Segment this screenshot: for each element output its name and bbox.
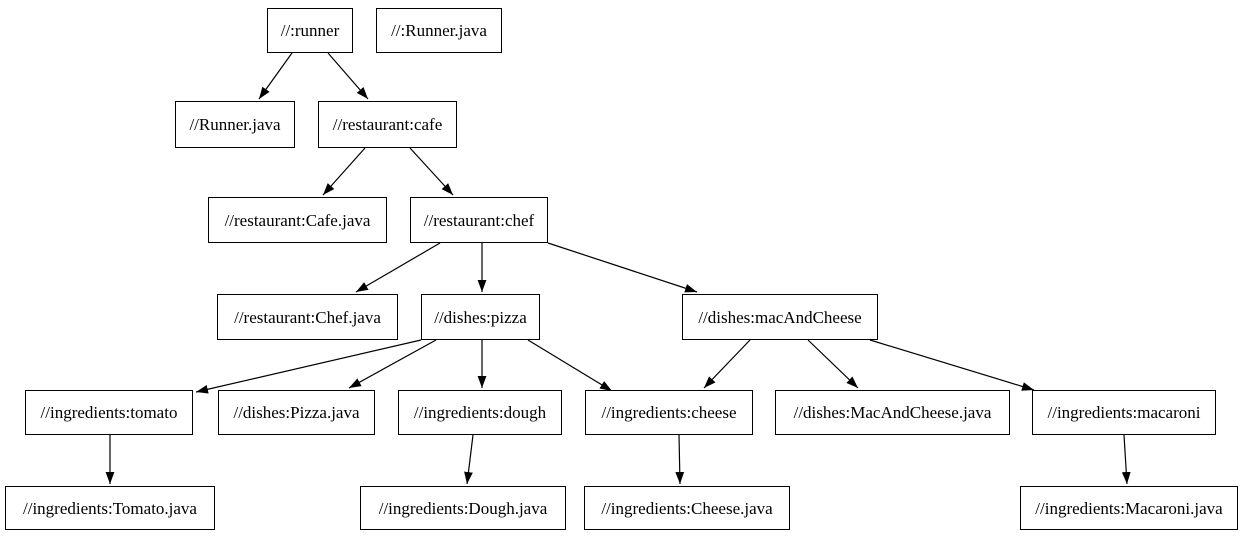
graph-node-dough: //ingredients:dough xyxy=(398,390,562,435)
graph-node-cafe: //restaurant:cafe xyxy=(318,101,457,148)
edge-mac-and-cheese-to-macaroni xyxy=(869,339,1035,391)
graph-node-chef: //restaurant:chef xyxy=(410,197,548,243)
edge-mac-and-cheese-to-cheese xyxy=(703,339,751,389)
edge-chef-to-chef-java xyxy=(355,242,441,293)
edge-pizza-to-tomato xyxy=(195,339,422,394)
graph-node-mac-and-cheese: //dishes:macAndCheese xyxy=(682,294,878,340)
graph-node-runner-java-file: //:Runner.java xyxy=(376,8,502,53)
graph-node-chef-java: //restaurant:Chef.java xyxy=(217,294,398,340)
graph-node-macaroni: //ingredients:macaroni xyxy=(1032,390,1216,435)
graph-node-cheese-java: //ingredients:Cheese.java xyxy=(584,486,790,530)
graph-node-cheese: //ingredients:cheese xyxy=(585,390,753,435)
graph-node-tomato-java: //ingredients:Tomato.java xyxy=(5,486,215,530)
edge-cafe-to-chef xyxy=(409,147,454,196)
graph-node-runner-java: //Runner.java xyxy=(175,101,295,148)
edge-mac-and-cheese-to-mac-and-cheese-java xyxy=(807,339,859,389)
graph-node-dough-java: //ingredients:Dough.java xyxy=(360,486,566,530)
edge-pizza-to-pizza-java xyxy=(348,339,437,389)
edge-cheese-to-cheese-java xyxy=(675,434,685,485)
edge-group xyxy=(105,52,1131,485)
edge-dough-to-dough-java xyxy=(464,434,474,485)
graph-node-cafe-java: //restaurant:Cafe.java xyxy=(208,197,387,243)
edge-macaroni-to-macaroni-java xyxy=(1121,434,1131,485)
edge-cafe-to-cafe-java xyxy=(322,147,366,196)
graph-node-runner: //:runner xyxy=(267,8,353,53)
graph-node-tomato: //ingredients:tomato xyxy=(25,390,193,435)
graph-node-macaroni-java: //ingredients:Macaroni.java xyxy=(1020,486,1238,530)
edge-pizza-to-cheese xyxy=(527,339,613,392)
graph-node-pizza: //dishes:pizza xyxy=(421,294,540,340)
edge-runner-to-runner-java xyxy=(258,52,293,100)
graph-node-mac-and-cheese-java: //dishes:MacAndCheese.java xyxy=(775,390,1010,435)
edge-chef-to-mac-and-cheese xyxy=(547,242,698,293)
graph-node-pizza-java: //dishes:Pizza.java xyxy=(218,390,375,435)
edge-runner-to-cafe xyxy=(327,52,369,100)
